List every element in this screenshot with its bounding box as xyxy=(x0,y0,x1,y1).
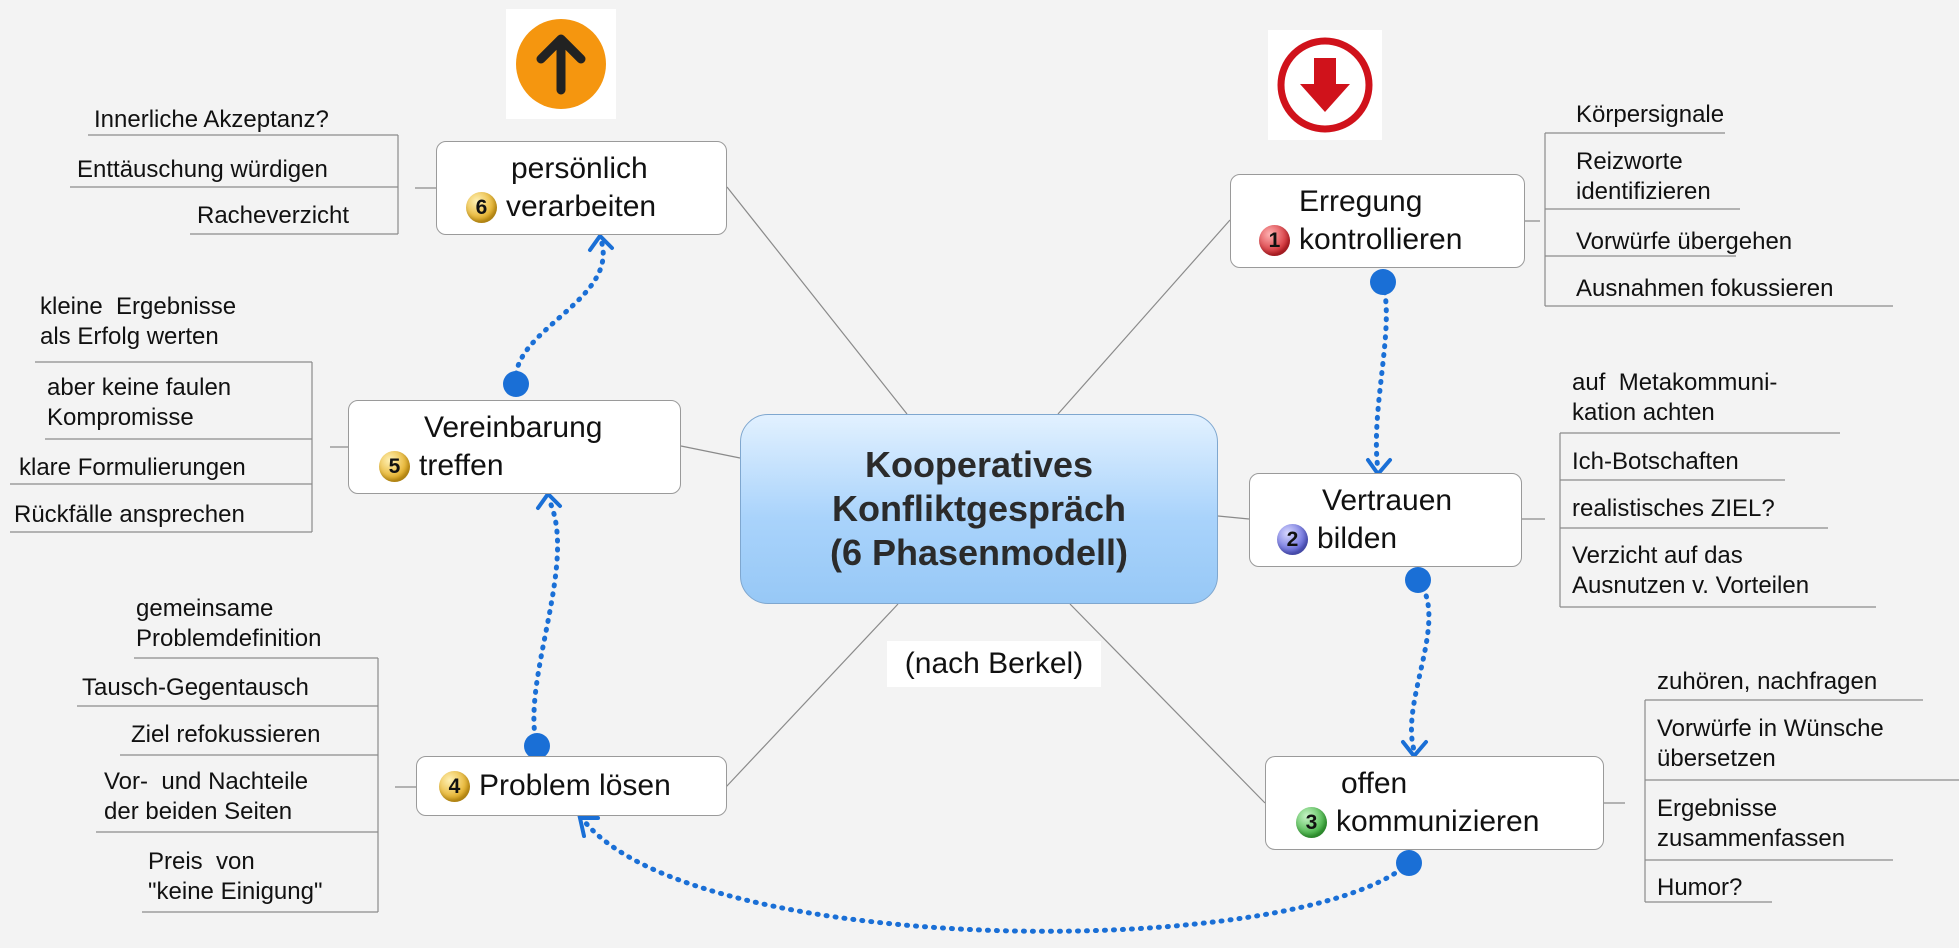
arrow-down-icon xyxy=(1277,37,1373,133)
source-note: (nach Berkel) xyxy=(887,641,1101,687)
connector-p4-p5 xyxy=(531,495,561,749)
phase-5-number-icon: 5 xyxy=(379,450,410,482)
phase-2-subtitle: bilden xyxy=(1317,522,1398,555)
branch-p4 xyxy=(377,658,416,912)
arrow-up-icon xyxy=(516,19,606,109)
leaf-p6-1[interactable]: Innerliche Akzeptanz? xyxy=(94,106,329,133)
connector-dot-p2 xyxy=(1405,567,1431,593)
leaf-p3-3[interactable]: Ergebnisse zusammenfassen xyxy=(1657,795,1846,852)
leaf-p2-3[interactable]: realistisches ZIEL? xyxy=(1572,495,1775,522)
phase-1-subtitle: kontrollieren xyxy=(1299,223,1463,256)
central-topic-line2: Konfliktgespräch xyxy=(831,488,1127,529)
phase-5-title: Vereinbarung xyxy=(424,411,603,444)
link-center-p2 xyxy=(1217,515,1250,520)
leaf-p2-4[interactable]: Verzicht auf das Ausnutzen v. Vorteilen xyxy=(1572,542,1810,599)
link-center-p6 xyxy=(726,186,908,415)
leaf-p4-2[interactable]: Tausch-Gegentausch xyxy=(82,674,309,701)
branch-p5 xyxy=(311,362,348,532)
central-topic-line1: Kooperatives xyxy=(864,444,1094,485)
connector-dot-p5 xyxy=(503,371,529,397)
link-center-p4 xyxy=(725,603,899,788)
leaf-p1-2[interactable]: Reizworte identifizieren xyxy=(1576,148,1711,205)
connector-p3-p4 xyxy=(582,819,1412,934)
phase-4-title: Problem lösen xyxy=(479,769,671,802)
arrowhead-p6 xyxy=(588,232,614,252)
leaf-p4-1[interactable]: gemeinsame Problemdefinition xyxy=(136,595,322,652)
phase-1-title: Erregung xyxy=(1299,185,1423,218)
leaf-p5-3[interactable]: klare Formulierungen xyxy=(19,454,246,481)
phase-4-node[interactable]: 4 Problem lösen xyxy=(416,756,727,816)
phase-6-subtitle: verarbeiten xyxy=(506,190,657,223)
leaf-p3-4[interactable]: Humor? xyxy=(1657,874,1743,901)
leaf-p2-2[interactable]: Ich-Botschaften xyxy=(1572,448,1739,475)
branch-p1 xyxy=(1525,133,1546,306)
down-badge xyxy=(1268,30,1382,140)
central-topic-line3: (6 Phasenmodell) xyxy=(829,532,1129,573)
leaf-p5-1[interactable]: kleine Ergebnisse als Erfolg werten xyxy=(40,293,237,350)
phase-2-number-icon: 2 xyxy=(1277,523,1308,555)
leaf-p4-3[interactable]: Ziel refokussieren xyxy=(131,721,321,748)
link-center-p5 xyxy=(680,445,741,459)
leaf-p5-4[interactable]: Rückfälle ansprechen xyxy=(14,501,245,528)
connector-p5-p6 xyxy=(513,237,606,386)
leaf-p6-3[interactable]: Racheverzicht xyxy=(197,202,350,229)
leaf-p1-3[interactable]: Vorwürfe übergehen xyxy=(1576,228,1793,255)
phase-6-number-icon: 6 xyxy=(466,191,497,223)
leaf-p1-4[interactable]: Ausnahmen fokussieren xyxy=(1576,275,1834,302)
leaf-p1-1[interactable]: Körpersignale xyxy=(1576,101,1725,128)
leaf-p3-2[interactable]: Vorwürfe in Wünsche übersetzen xyxy=(1657,715,1884,772)
phase-4-number-icon: 4 xyxy=(439,770,470,802)
branch-p3 xyxy=(1604,700,1646,902)
phase-6-node[interactable]: persönlich 6 verarbeiten xyxy=(436,141,727,235)
phase-1-node[interactable]: Erregung 1 kontrollieren xyxy=(1230,174,1525,268)
branch-p6 xyxy=(397,135,436,234)
connector-dot-p4 xyxy=(524,733,550,759)
phase-3-node[interactable]: offen 3 kommunizieren xyxy=(1265,756,1604,850)
leaf-p3-1[interactable]: zuhören, nachfragen xyxy=(1657,668,1878,695)
leaf-p4-4[interactable]: Vor- und Nachteile der beiden Seiten xyxy=(104,768,309,825)
phase-3-title: offen xyxy=(1341,767,1408,800)
arrowhead-p5 xyxy=(536,490,562,510)
branch-p2 xyxy=(1522,433,1561,607)
central-topic[interactable]: Kooperatives Konfliktgespräch (6 Phasenm… xyxy=(740,414,1218,604)
phase-2-title: Vertrauen xyxy=(1322,484,1453,517)
arrowhead-p4 xyxy=(577,816,600,838)
phase-2-node[interactable]: Vertrauen 2 bilden xyxy=(1249,473,1522,567)
phase-1-number-icon: 1 xyxy=(1259,224,1290,256)
connector-dot-p1 xyxy=(1370,269,1396,295)
leaf-p6-2[interactable]: Enttäuschung würdigen xyxy=(77,156,328,183)
link-center-p1 xyxy=(1057,219,1231,415)
phase-3-number-icon: 3 xyxy=(1296,806,1327,838)
link-center-p3 xyxy=(1069,603,1266,804)
leaf-p5-2[interactable]: aber keine faulen Kompromisse xyxy=(47,374,232,431)
phase-3-subtitle: kommunizieren xyxy=(1336,805,1540,838)
phase-6-title: persönlich xyxy=(511,152,648,185)
phase-5-subtitle: treffen xyxy=(419,449,504,482)
leaf-p2-1[interactable]: auf Metakommuni- kation achten xyxy=(1572,369,1778,426)
up-badge xyxy=(506,9,616,119)
phase-5-node[interactable]: Vereinbarung 5 treffen xyxy=(348,400,681,494)
connector-p1-p2 xyxy=(1373,280,1389,473)
leaf-p4-5[interactable]: Preis von "keine Einigung" xyxy=(148,848,323,905)
connector-dot-p3 xyxy=(1396,850,1422,876)
connector-p2-p3 xyxy=(1408,577,1432,753)
